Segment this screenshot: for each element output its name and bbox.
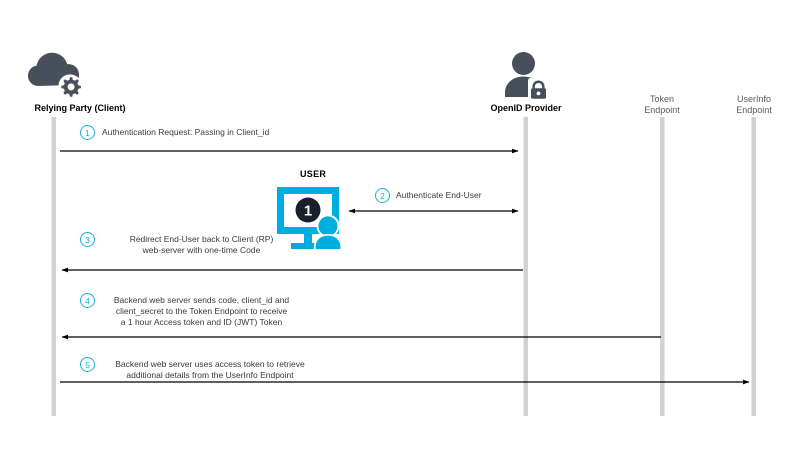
step-text-3: Redirect End-User back to Client (RP) we… [129, 234, 274, 255]
person-lock-icon [505, 52, 549, 99]
actor-label-relying-party: Relying Party (Client) [34, 103, 126, 113]
step-text-1: Authentication Request: Passing in Clien… [102, 127, 270, 137]
step-badge-1: 1 [80, 125, 95, 140]
actor-label-userinfo-endpoint: UserInfo Endpoint [736, 94, 772, 115]
lifeline-relying-party [51, 117, 56, 416]
cloud-gear-icon [28, 52, 82, 98]
step-badge-2: 2 [375, 188, 390, 203]
step-badge-3: 3 [80, 232, 95, 247]
user-badge-number: 1 [304, 202, 312, 219]
step-arrows [60, 148, 750, 385]
actor-label-token-endpoint: Token Endpoint [644, 94, 680, 115]
lifelines [51, 117, 756, 416]
lifeline-userinfo-endpoint [751, 117, 756, 416]
actor-label-openid-provider: OpenID Provider [490, 103, 562, 113]
step-badge-4: 4 [80, 293, 95, 308]
step-badge-5: 5 [80, 357, 95, 372]
user-node-label: USER [300, 169, 327, 179]
step-text-2: Authenticate End-User [396, 190, 482, 200]
lifeline-openid-provider [523, 117, 528, 416]
user-badge-circle [295, 197, 321, 223]
step-text-5: Backend web server uses access token to … [115, 359, 305, 380]
monitor-user-icon: 1 [277, 187, 342, 251]
lifeline-token-endpoint [660, 117, 665, 416]
step-text-4: Backend web server sends code, client_id… [113, 295, 290, 327]
